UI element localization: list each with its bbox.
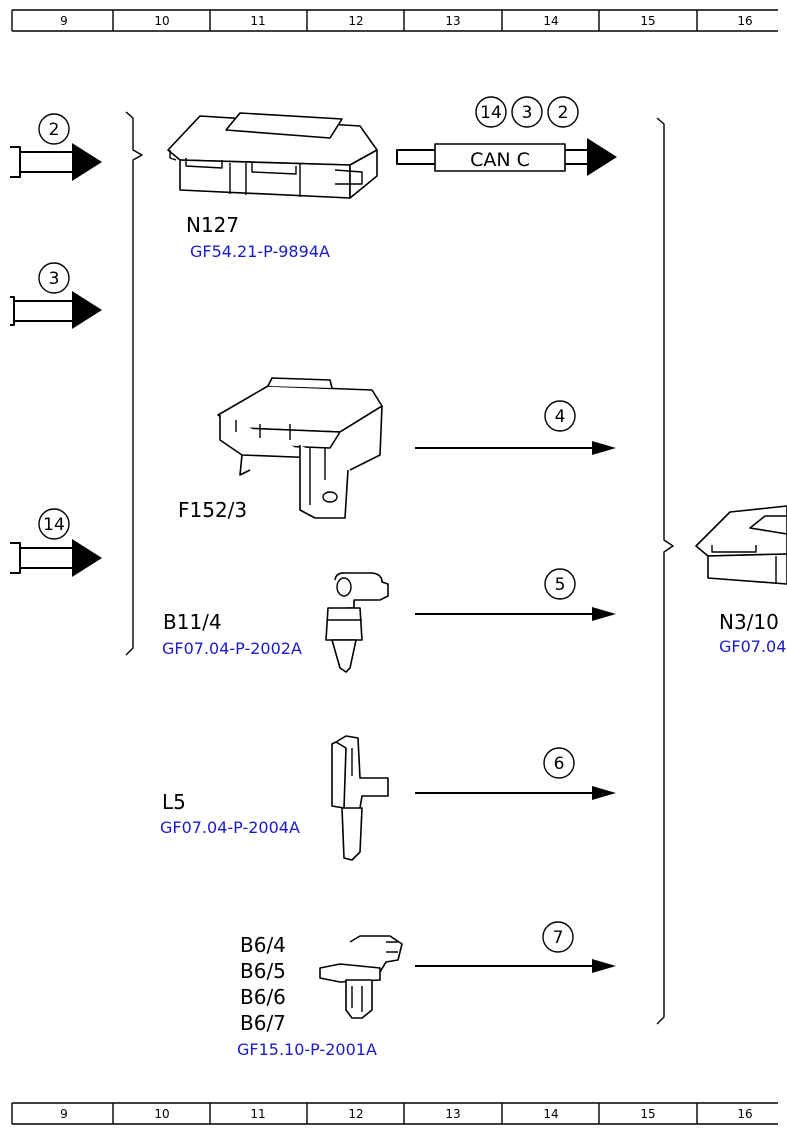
can-circle-3: 3 (522, 103, 533, 123)
left-brace (125, 111, 143, 656)
output-arrow-4: 4 (415, 400, 616, 455)
l5-sensor-image (331, 735, 389, 861)
right-brace (656, 117, 674, 1025)
ruler-col-11: 11 (250, 14, 265, 28)
n3-label: N3/10 (719, 610, 779, 634)
top-ruler: 9 10 11 12 13 14 15 16 (11, 9, 778, 32)
f152-label: F152/3 (178, 498, 247, 522)
ruler-col-12: 12 (348, 1107, 363, 1121)
ruler-col-15: 15 (640, 14, 655, 28)
can-circle-14: 14 (480, 103, 502, 123)
n3-control-unit-image (695, 505, 787, 585)
output-circle-label: 5 (555, 575, 566, 595)
b11-ref-link[interactable]: GF07.04-P-2002A (162, 639, 302, 658)
n127-ref-link[interactable]: GF54.21-P-9894A (190, 242, 330, 261)
n3-ref-link[interactable]: GF07.04-P-2002A (719, 637, 787, 656)
input-arrow-14: 14 (10, 508, 102, 577)
input-arrow-3: 3 (10, 262, 102, 329)
ruler-col-9: 9 (60, 14, 68, 28)
input-arrow-2: 2 (10, 113, 102, 181)
ruler-col-9: 9 (60, 1107, 68, 1121)
ruler-col-11: 11 (250, 1107, 265, 1121)
ruler-col-14: 14 (543, 14, 558, 28)
l5-label: L5 (162, 790, 186, 814)
n127-label: N127 (186, 213, 239, 237)
ruler-col-13: 13 (445, 1107, 460, 1121)
can-circle-2: 2 (558, 103, 569, 123)
l5-ref-link[interactable]: GF07.04-P-2004A (160, 818, 300, 837)
input-circle-label: 3 (49, 269, 60, 289)
b6-label-2: B6/5 (240, 959, 286, 983)
b6-label-1: B6/4 (240, 933, 286, 957)
can-c-label: CAN C (470, 149, 530, 171)
f152-relay-image (217, 377, 383, 519)
can-c-bus-arrow: 14 3 2 (396, 96, 617, 176)
ruler-col-15: 15 (640, 1107, 655, 1121)
b6-ref-link[interactable]: GF15.10-P-2001A (237, 1040, 377, 1059)
b6-sensor-image (319, 935, 403, 1019)
output-arrow-5: 5 (415, 568, 616, 621)
ruler-col-10: 10 (154, 1107, 169, 1121)
input-circle-label: 14 (43, 515, 65, 535)
ruler-col-16: 16 (737, 14, 752, 28)
n127-control-unit-image (167, 112, 378, 199)
ruler-col-14: 14 (543, 1107, 558, 1121)
output-arrow-7: 7 (415, 921, 616, 973)
ruler-col-13: 13 (445, 14, 460, 28)
output-circle-label: 7 (553, 928, 564, 948)
output-arrow-6: 6 (415, 747, 616, 800)
bottom-ruler: 9 10 11 12 13 14 15 16 (11, 1102, 778, 1125)
b11-sensor-image (325, 572, 389, 673)
output-circle-label: 6 (554, 754, 565, 774)
b6-label-4: B6/7 (240, 1011, 286, 1035)
output-circle-label: 4 (555, 407, 566, 427)
ruler-col-16: 16 (737, 1107, 752, 1121)
b11-label: B11/4 (163, 610, 222, 634)
ruler-col-12: 12 (348, 14, 363, 28)
ruler-col-10: 10 (154, 14, 169, 28)
b6-label-3: B6/6 (240, 985, 286, 1009)
input-circle-label: 2 (49, 120, 60, 140)
